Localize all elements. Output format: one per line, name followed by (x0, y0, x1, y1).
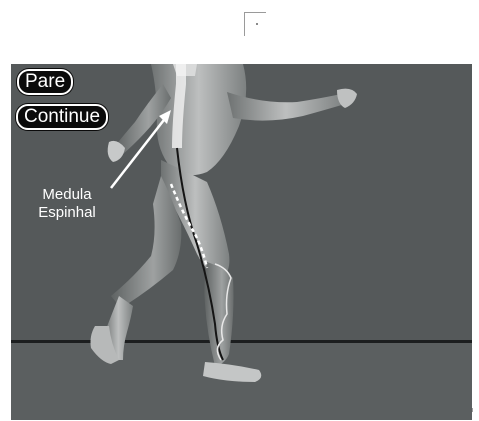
spinal-cord-label: Medula Espinhal (24, 186, 110, 222)
spinal-cord-label-line1: Medula (24, 186, 110, 204)
edge-tick (472, 408, 477, 412)
continue-button[interactable]: Continue (16, 104, 108, 130)
spinal-cord-label-line2: Espinhal (24, 204, 110, 222)
corner-dot (256, 23, 258, 25)
corner-bracket-icon (244, 12, 266, 36)
spinal-cord-line (177, 64, 181, 148)
stop-button[interactable]: Pare (17, 69, 73, 95)
front-foot (203, 362, 261, 382)
